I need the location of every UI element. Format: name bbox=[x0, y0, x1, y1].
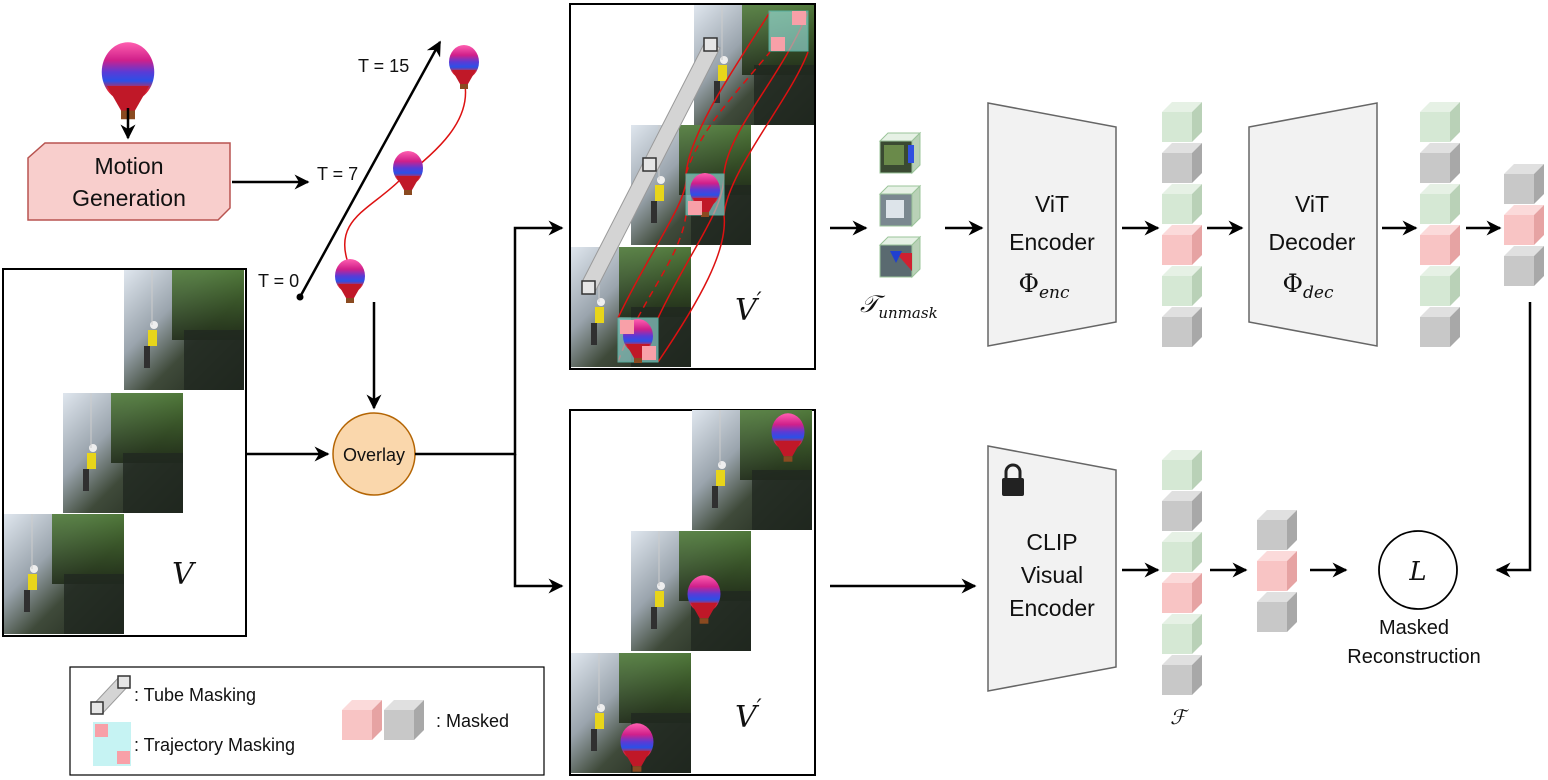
clip-label-3: Encoder bbox=[1009, 595, 1095, 621]
unmasked-token-3 bbox=[878, 235, 922, 279]
loss-label-2: Reconstruction bbox=[1347, 646, 1480, 668]
tube-masking-legend-icon bbox=[90, 675, 131, 715]
motion-generation-label-2: Generation bbox=[72, 185, 186, 211]
clip-label-1: CLIP bbox=[1026, 529, 1077, 555]
input-frame-3 bbox=[123, 269, 245, 391]
t0-label: T = 0 bbox=[258, 271, 299, 291]
loss-label-1: Masked bbox=[1379, 617, 1449, 639]
loss-symbol: L bbox=[1408, 557, 1426, 587]
decoder-output-tokens bbox=[1420, 102, 1460, 347]
balloon-t7 bbox=[393, 151, 423, 195]
overlay-video-symbol: V′ bbox=[735, 696, 762, 735]
input-frame-2 bbox=[62, 392, 184, 514]
reconstructed-masked-tokens bbox=[1504, 164, 1544, 286]
t15-label: T = 15 bbox=[358, 56, 409, 76]
loss-node bbox=[1378, 530, 1458, 610]
clip-label-2: Visual bbox=[1021, 562, 1083, 588]
vit-decoder-label-1: ViT bbox=[1295, 191, 1329, 217]
motion-generation-box bbox=[27, 142, 231, 221]
lock-icon bbox=[1002, 463, 1024, 496]
trajectory-masking-legend-icon bbox=[93, 722, 131, 766]
t7-label: T = 7 bbox=[317, 164, 358, 184]
clip-visual-encoder bbox=[987, 445, 1117, 692]
legend-trajectory-masking: : Trajectory Masking bbox=[134, 735, 295, 755]
clip-feature-tokens bbox=[1162, 450, 1202, 695]
balloon-t15 bbox=[449, 45, 479, 89]
legend-box bbox=[69, 666, 545, 776]
masked-video-symbol: V′ bbox=[735, 289, 762, 328]
motion-generation-label-1: Motion bbox=[94, 153, 163, 179]
input-video-symbol: V bbox=[172, 557, 197, 592]
time-axis bbox=[298, 40, 442, 298]
vit-decoder-label-2: Decoder bbox=[1269, 229, 1356, 255]
vit-encoder bbox=[987, 102, 1117, 347]
clip-masked-target-tokens bbox=[1257, 510, 1297, 632]
unmasked-token-2 bbox=[878, 184, 922, 228]
overlay-label: Overlay bbox=[343, 445, 405, 465]
balloon-t0 bbox=[335, 259, 365, 303]
vit-encoder-symbol: Φenc bbox=[1018, 269, 1070, 303]
vit-encoder-label-2: Encoder bbox=[1009, 229, 1095, 255]
input-frame-1 bbox=[3, 513, 125, 635]
unmasked-tokens-symbol: 𝒯unmask bbox=[860, 290, 938, 322]
vit-encoder-label-1: ViT bbox=[1035, 191, 1069, 217]
legend-masked: : Masked bbox=[436, 711, 509, 731]
unmasked-token-1 bbox=[878, 131, 922, 175]
legend-tube-masking: : Tube Masking bbox=[134, 685, 256, 705]
encoder-output-tokens bbox=[1162, 102, 1202, 347]
vit-decoder bbox=[1248, 102, 1378, 347]
vit-decoder-symbol: Φdec bbox=[1283, 269, 1334, 303]
clip-features-symbol: ℱ bbox=[1170, 705, 1189, 729]
balloon-source-icon bbox=[101, 42, 155, 120]
